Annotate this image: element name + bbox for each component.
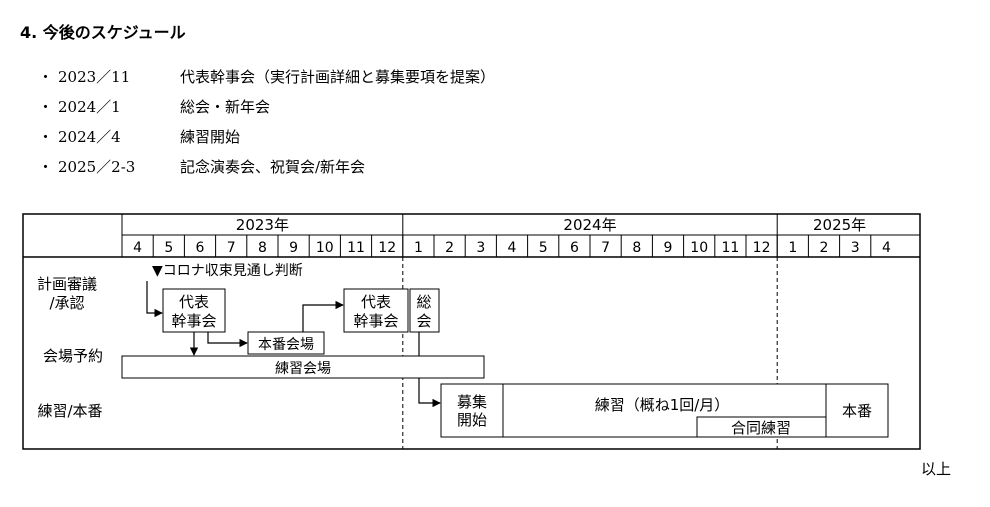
schedule-event: 総会・新年会 [180,98,271,116]
month-label: 7 [227,240,236,256]
row-label-plan: 計画審議/承認 [37,275,97,312]
month-label: 9 [289,240,298,256]
month-label: 1 [788,240,797,256]
rep-meeting-1-label: 代表幹事会 [171,293,216,330]
month-label: 8 [258,240,267,256]
schedule-item: ・2024／1 総会・新年会 [38,92,495,122]
schedule-item: ・2025／2-3 記念演奏会、祝賀会/新年会 [38,152,495,182]
practice-venue-label: 練習会場 [275,361,331,377]
concert-box [825,383,889,438]
row-label-venue: 会場予約 [43,347,103,365]
concert-label: 本番 [842,402,872,420]
schedule-date: 2024／4 [58,128,121,146]
month-label: 5 [539,240,548,256]
month-label: 11 [347,240,365,256]
month-label: 4 [133,240,142,256]
arrow-rep1-to-main-venue [207,332,248,348]
bullet: ・ [38,158,54,176]
year-label: 2023年 [236,216,289,234]
practice-venue-bar [121,355,485,379]
joint-practice-label: 合同練習 [731,419,791,437]
bullet: ・ [38,128,54,146]
month-label: 2 [445,240,454,256]
schedule-item: ・2024／4 練習開始 [38,122,495,152]
schedule-item: ・2023／11 代表幹事会（実行計画詳細と募集要項を提案） [38,62,495,92]
schedule-date: 2025／2-3 [58,158,136,176]
schedule-event: 記念演奏会、祝賀会/新年会 [180,158,366,176]
rep-meeting-2-box [343,288,409,333]
practice-label: 練習（概ね1回/月） [595,396,730,414]
general-meeting-box [409,288,440,333]
general-meeting-label: 総会 [416,293,431,330]
month-label: 10 [690,240,708,256]
month-label: 8 [632,240,641,256]
schedule-event: 練習開始 [180,128,241,146]
arrow-outlook-to-rep1 [146,281,163,318]
main-venue-label: 本番会場 [258,337,314,353]
recruit-start-label: 募集開始 [457,393,487,429]
month-label: 3 [476,240,485,256]
arrow-main-venue-to-rep2 [302,300,344,332]
month-label: 4 [508,240,517,256]
year-label: 2024年 [563,216,616,234]
month-label: 1 [414,240,423,256]
chart-frame [22,213,921,450]
row-label-practice: 練習/本番 [37,402,102,420]
month-label: 9 [664,240,673,256]
closing-remark: 以上 [921,460,952,478]
rep-meeting-2-label: 代表幹事会 [353,293,398,330]
month-label: 12 [378,240,396,256]
recruit-start-box [440,383,504,438]
schedule-date: 2024／1 [58,98,121,116]
corona-outlook-annotation: ▼コロナ収束見通し判断 [152,263,303,279]
month-label: 11 [721,240,739,256]
month-label: 5 [164,240,173,256]
month-label: 4 [882,240,891,256]
month-label: 3 [851,240,860,256]
month-label: 7 [601,240,610,256]
month-label: 12 [753,240,771,256]
schedule-date: 2023／11 [58,68,131,86]
bullet: ・ [38,68,54,86]
bullet: ・ [38,98,54,116]
month-label: 6 [570,240,579,256]
main-venue-box [247,331,325,355]
schedule-event: 代表幹事会（実行計画詳細と募集要項を提案） [180,68,496,86]
section-heading: 4. 今後のスケジュール [20,23,186,42]
arrow-venue-to-recruit [418,378,441,408]
year-label: 2025年 [813,216,866,234]
month-label: 6 [196,240,205,256]
month-label: 2 [820,240,829,256]
rep-meeting-1-box [162,288,226,333]
month-label: 10 [316,240,334,256]
